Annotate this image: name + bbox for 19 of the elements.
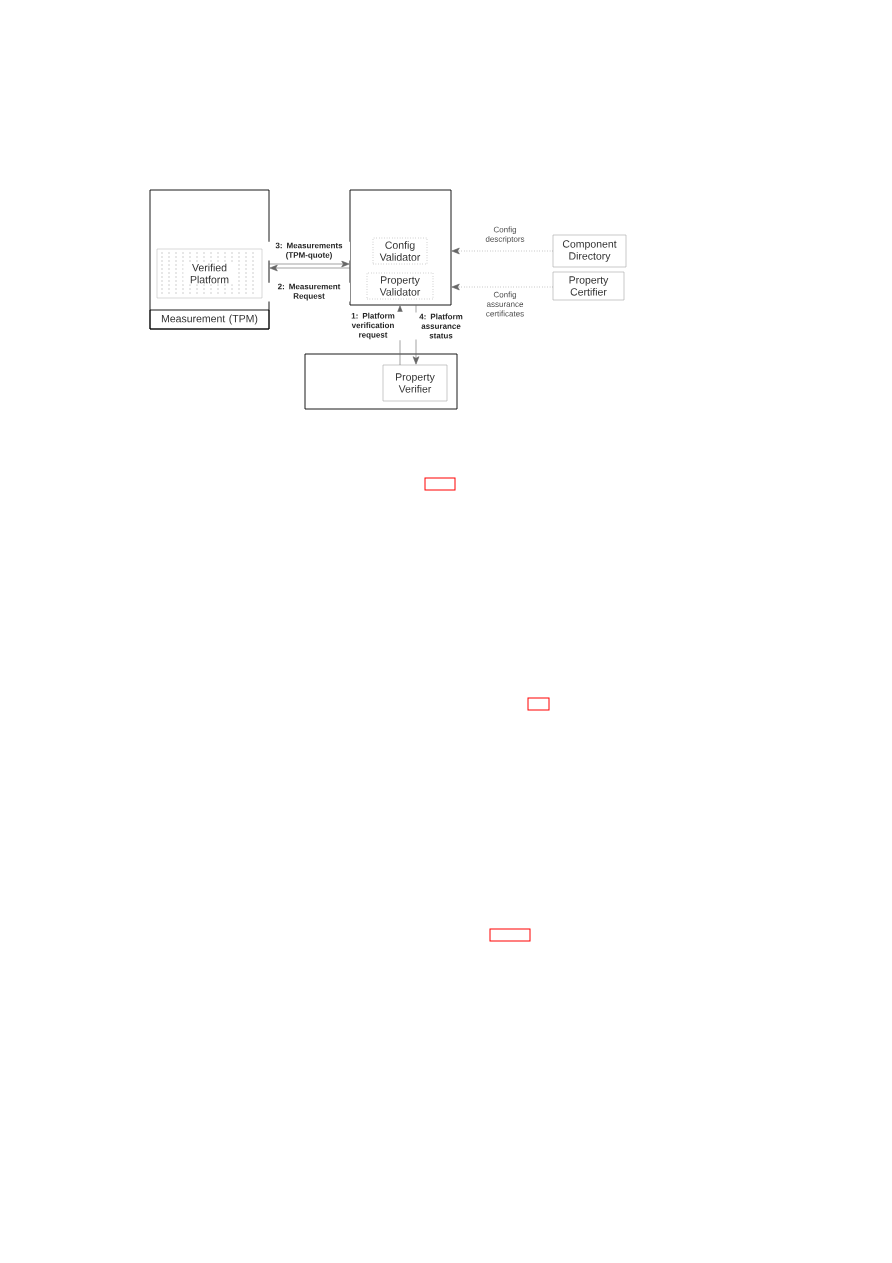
measurement-band: Measurement (TPM): [149, 309, 270, 330]
system-box: [304, 353, 458, 410]
arrow: [451, 247, 554, 255]
arrow: [269, 264, 351, 272]
arrow: [451, 283, 554, 291]
component-box: Component Directory: [552, 234, 627, 268]
component-box: Property Validator: [366, 272, 434, 300]
edge-label: 3: Measurements (TPM-quote): [275, 242, 343, 260]
dotted-box: Verified Platform: [156, 248, 263, 299]
system-box: [349, 189, 452, 306]
edge-label: Config descriptors: [485, 226, 525, 244]
component-box: Property Certifier: [552, 271, 625, 301]
arrow: [268, 260, 350, 268]
component-box: Property Verifier: [382, 364, 448, 402]
edge-label: 4: Platform assurance status: [419, 313, 463, 339]
component-box: Config Validator: [372, 237, 428, 265]
edge-label: Config assurance certificates: [486, 291, 524, 317]
edge-label: 1: Platform verification request: [351, 312, 395, 340]
edge-label: 2: Measurement Request: [277, 283, 341, 301]
